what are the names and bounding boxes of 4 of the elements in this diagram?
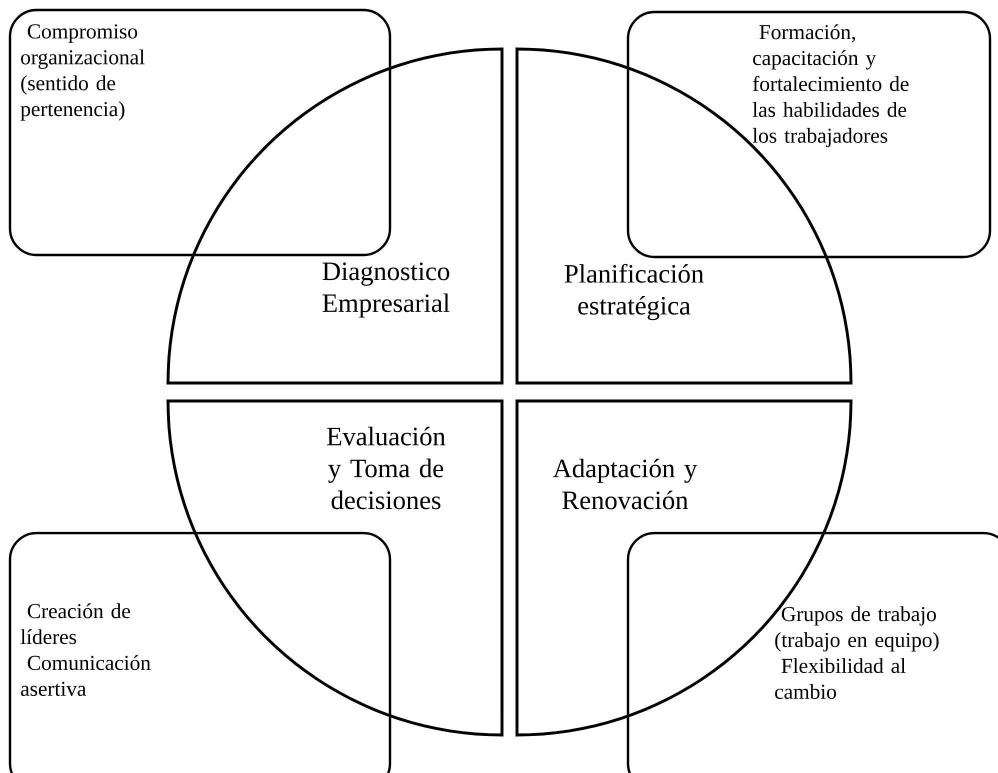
rounded-box: Creación de líderes Comunicación asertiva (8, 532, 392, 773)
rounded-box: Formación, capacitación y fortalecimiento de las habilidades de los trabajadores (626, 10, 992, 258)
rounded-box: Compromiso organizacional (sentido de pertenencia) (8, 8, 392, 256)
rounded-box: Grupos de trabajo (trabajo en equipo) Flexibilidad al cambio (626, 532, 998, 773)
